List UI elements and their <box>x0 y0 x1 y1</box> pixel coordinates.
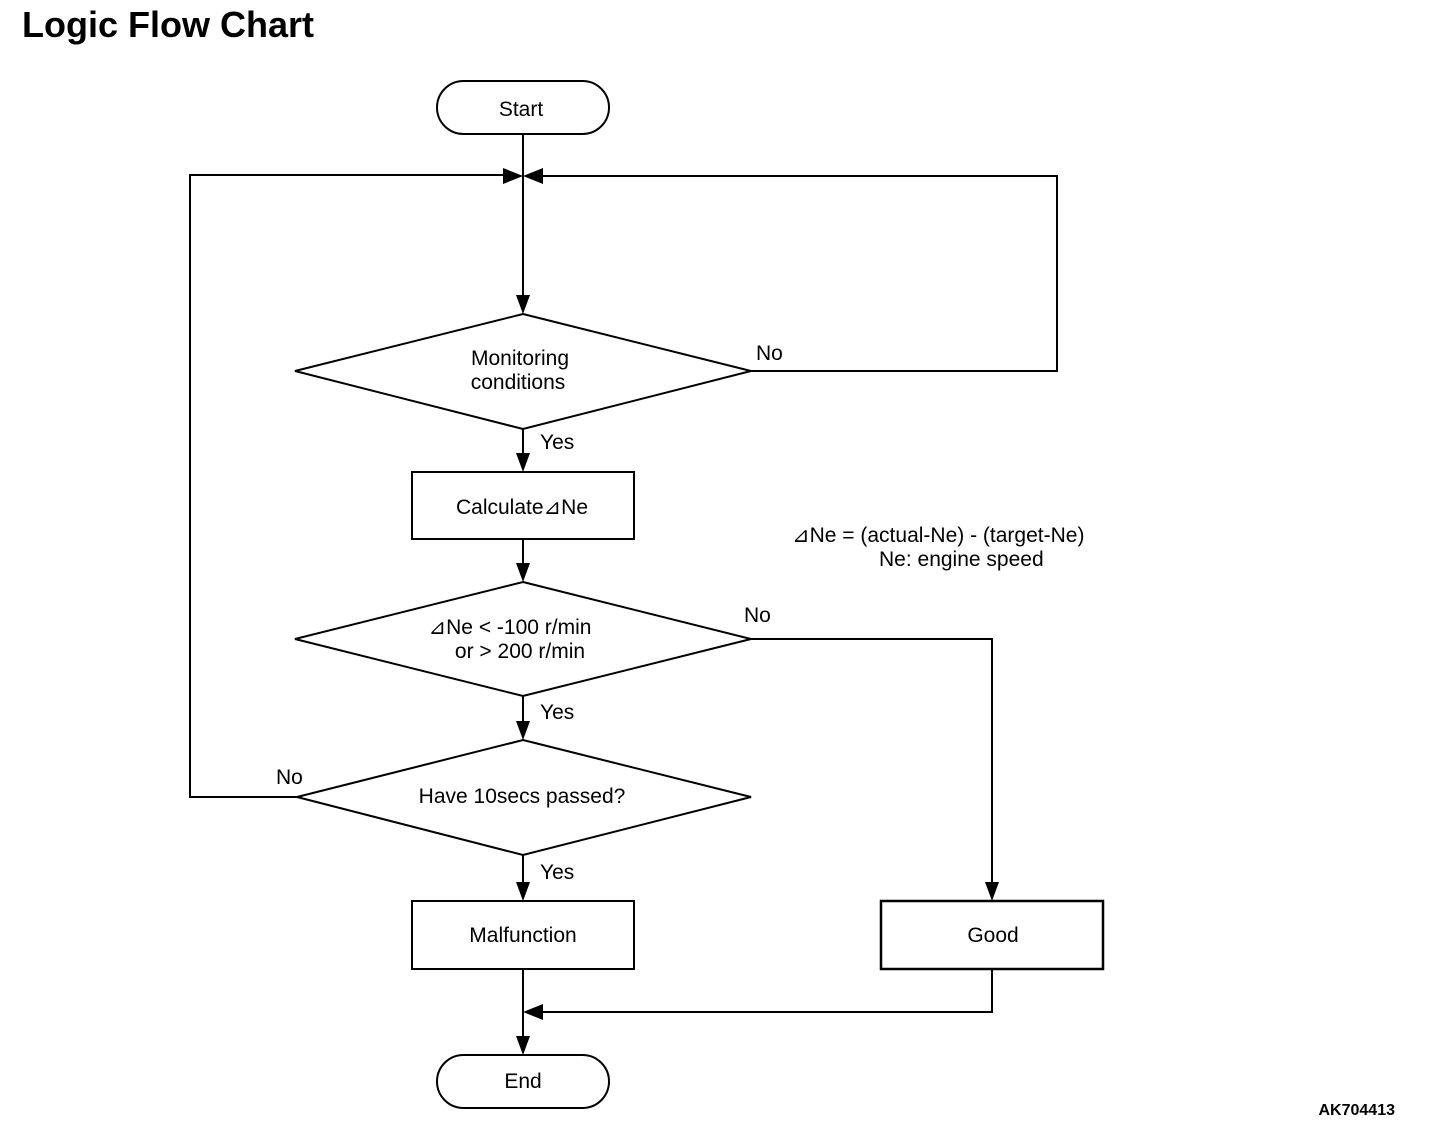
monitoring-decision-shape <box>294 312 752 431</box>
figure-code: AK704413 <box>1318 1102 1396 1119</box>
calculate-process-shape <box>411 471 635 540</box>
threshold-yes-label: Yes <box>540 701 574 724</box>
malfunction-label: Malfunction <box>469 924 576 947</box>
arrowhead-to-calculate <box>516 453 530 472</box>
start-terminal: Start <box>436 80 610 135</box>
ten-secs-no-label: No <box>276 766 303 789</box>
connector-good-end <box>543 969 993 1013</box>
arrowhead-to-monitoring <box>516 295 530 314</box>
threshold-decision: ⊿Ne < -100 r/min or > 200 r/min <box>294 580 752 698</box>
threshold-label-line2: or > 200 r/min <box>455 640 585 663</box>
malfunction-process: Malfunction <box>411 900 635 970</box>
malfunction-process-shape <box>411 900 635 970</box>
delta-icon: ⊿ <box>544 496 562 519</box>
connector-monitoring-no-loop <box>543 175 1058 372</box>
threshold-no-label: No <box>744 604 771 627</box>
arrowhead-to-malfunction <box>516 882 530 901</box>
good-process-shape <box>879 899 1105 971</box>
page-title: Logic Flow Chart <box>22 4 314 45</box>
start-terminal-shape <box>436 80 610 135</box>
threshold-label-line1: ⊿Ne < -100 r/min <box>429 616 592 639</box>
arrowhead-join-end <box>523 1004 543 1020</box>
monitoring-label-line1: Monitoring <box>471 347 569 370</box>
start-label: Start <box>499 98 544 121</box>
end-terminal-shape <box>436 1054 610 1109</box>
monitoring-label-line2: conditions <box>471 371 566 394</box>
arrowhead-right-loop <box>523 168 543 184</box>
connector-ten-secs-no-loop <box>189 174 504 798</box>
delta-icon: ⊿ <box>429 616 447 639</box>
arrowhead-to-threshold <box>516 563 530 582</box>
ten-secs-label: Have 10secs passed? <box>419 785 626 808</box>
delta-icon: ⊿ <box>792 524 810 547</box>
good-label: Good <box>967 924 1018 947</box>
end-terminal: End <box>436 1054 610 1109</box>
connector-threshold-no-good <box>751 638 993 884</box>
monitoring-no-label: No <box>756 342 783 365</box>
note-line2: Ne: engine speed <box>879 548 1044 571</box>
ten-secs-yes-label: Yes <box>540 861 574 884</box>
threshold-decision-shape <box>294 580 752 698</box>
ten-secs-decision: Have 10secs passed? <box>296 738 752 857</box>
end-label: End <box>504 1070 541 1093</box>
monitoring-yes-label: Yes <box>540 431 574 454</box>
delta-ne-note: ⊿Ne = (actual-Ne) - (target-Ne) Ne: engi… <box>792 524 1084 571</box>
arrowhead-left-loop <box>503 168 523 184</box>
arrowhead-to-end <box>516 1036 530 1055</box>
arrowhead-to-good <box>985 882 999 901</box>
connectors <box>189 134 1058 1038</box>
calculate-label: Calculate⊿Ne <box>456 496 588 519</box>
good-process: Good <box>879 899 1105 971</box>
arrowhead-to-ten-secs <box>516 721 530 740</box>
ten-secs-decision-shape <box>296 738 752 857</box>
note-line1: ⊿Ne = (actual-Ne) - (target-Ne) <box>792 524 1084 547</box>
monitoring-decision: Monitoring conditions <box>294 312 752 431</box>
arrowheads <box>503 168 999 1055</box>
calculate-process: Calculate⊿Ne <box>411 471 635 540</box>
